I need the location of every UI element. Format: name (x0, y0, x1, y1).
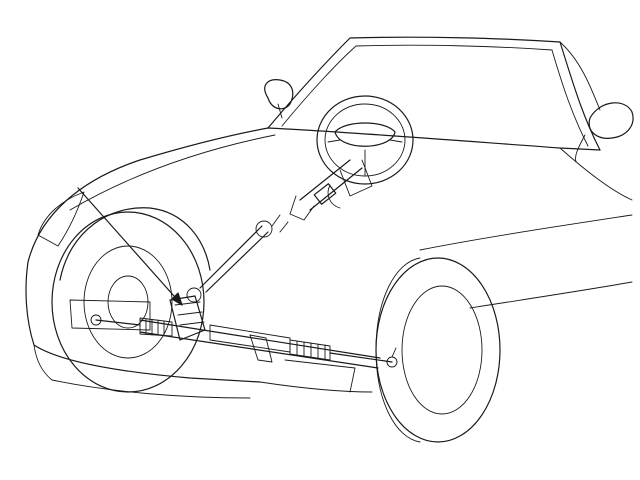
bumper-lower-lip (33, 344, 251, 399)
u-joint-lower (186, 287, 202, 303)
fender-arch-left (59, 207, 211, 281)
tie-rod-left (90, 314, 141, 326)
car-body (25, 127, 633, 399)
tire-left-outer (51, 211, 205, 393)
pointer-arrowhead (171, 292, 183, 306)
pinion-housing (169, 295, 206, 341)
cowl-line (267, 127, 601, 151)
windshield-frame (267, 36, 601, 151)
tie-rod-right (329, 347, 398, 368)
pointer-line (77, 187, 183, 306)
wheel-spokes (327, 139, 403, 176)
lower-panel (259, 381, 373, 393)
front-intake (69, 299, 151, 331)
side-mirror-left (264, 79, 294, 119)
rack-mount (249, 334, 273, 363)
power-cylinder (209, 324, 291, 353)
hood-front-edge (27, 127, 269, 263)
hub-left (107, 275, 149, 329)
steering-wheel (316, 95, 414, 185)
side-body-line (419, 214, 633, 251)
steering-column (271, 159, 373, 233)
side-mirror-right (575, 102, 634, 163)
wheel-hub (334, 122, 396, 147)
front-wheel-left (51, 211, 205, 393)
a-pillar-right (559, 41, 601, 111)
headlight (37, 191, 85, 247)
hood-crease (69, 134, 276, 211)
side-sill (469, 281, 633, 309)
u-joint-upper (255, 220, 273, 238)
tire-right-tread (375, 257, 421, 443)
front-wheel-right (375, 257, 501, 443)
rack-boot-right (289, 339, 331, 361)
intermediate-shaft (186, 220, 273, 303)
wheel-rim-outer (316, 95, 414, 185)
tire-left-inner (83, 245, 173, 359)
tire-right-inner (401, 285, 483, 415)
windshield-inner (281, 44, 589, 147)
rack-and-pinion (139, 295, 381, 369)
windshield (267, 36, 601, 151)
body-shoulder (559, 147, 633, 201)
bumper-corner-right (284, 359, 356, 393)
rack-boot-left (139, 317, 173, 337)
wheel-rim-inner (324, 103, 406, 177)
tire-right-outer (375, 257, 501, 443)
front-bumper (25, 261, 261, 383)
